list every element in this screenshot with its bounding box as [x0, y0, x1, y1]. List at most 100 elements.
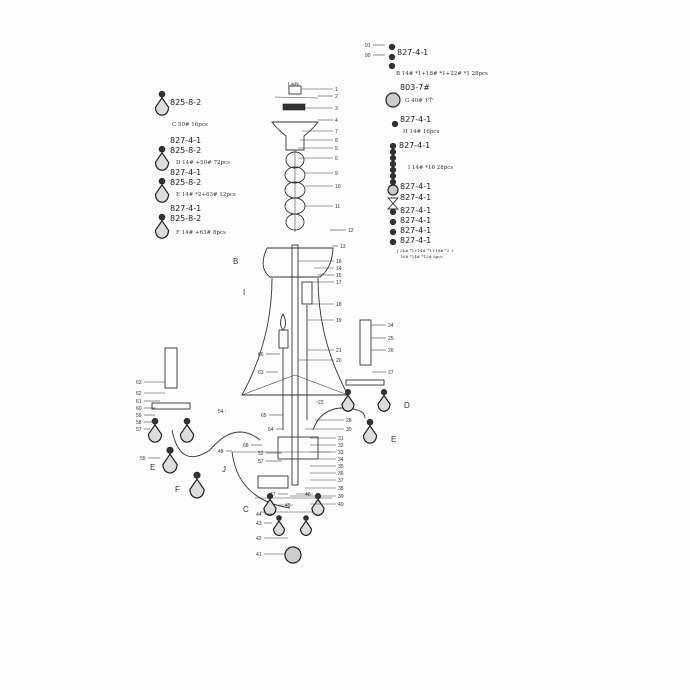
crystal-type-letter: J: [222, 465, 226, 474]
part-number-callout: 2: [335, 94, 338, 100]
crystal-type-letter: E: [391, 435, 396, 444]
part-number-callout: 38: [338, 486, 344, 492]
part-number-callout: 6: [335, 156, 338, 162]
part-number-callout: 25: [388, 336, 394, 342]
part-number-callout: 13: [340, 244, 346, 250]
part-number-callout: 60: [136, 406, 142, 412]
crystal-type-letter: C: [243, 505, 249, 514]
crystal-pendant-icon: [311, 493, 325, 516]
part-number-callout: 27: [388, 370, 394, 376]
octagon-bead-icon: [389, 142, 397, 150]
octagon-bead-icon: [389, 208, 397, 216]
part-number-callout: 45: [285, 503, 291, 509]
crystal-part-code: 827-4-1: [399, 141, 430, 150]
crystal-type-letter: I: [243, 288, 245, 297]
crystal-ball-icon: [284, 546, 302, 564]
part-number-callout: 35: [338, 464, 344, 470]
part-number-callout: 15: [336, 273, 342, 279]
part-number-callout: 57: [258, 459, 264, 465]
crystal-part-code: 827-4-1: [400, 193, 431, 202]
glass-bead-stem: [284, 150, 306, 232]
octagon-bead-icon: [389, 160, 397, 168]
part-number-callout: 11: [335, 204, 340, 210]
crystal-type-letter: B: [233, 257, 238, 266]
crystal-type-letter: F: [175, 485, 180, 494]
crystal-spec-note: E 14# *2+63# 12pcs: [176, 192, 236, 198]
crystal-pendant-icon: [154, 177, 170, 203]
crystal-pendant-icon: [377, 389, 391, 412]
part-number-callout: 46: [305, 492, 311, 498]
octagon-bead-icon: [389, 218, 397, 226]
part-number-callout: 8: [335, 138, 338, 144]
crystal-pendant-icon: [154, 213, 170, 239]
part-number-callout: 16: [336, 259, 342, 265]
crystal-spec-note: F 14# +63# 8pcs: [176, 230, 226, 236]
crystal-part-code: 827-4-1: [400, 226, 431, 235]
crystal-pendant-icon: [147, 417, 163, 443]
crystal-pendant-icon: [362, 418, 378, 444]
ceiling-canopy: [271, 85, 319, 151]
part-number-callout: 33: [338, 450, 344, 456]
part-number-callout: 65: [261, 413, 267, 419]
crystal-part-code: 827-4-1: [400, 236, 431, 245]
part-number-callout: 24: [388, 323, 394, 329]
part-number-callout: 90: [365, 53, 371, 59]
part-number-callout: 22: [318, 400, 324, 406]
crystal-spec-note: H 14# 16pcs: [403, 129, 439, 135]
crystal-pendant-icon: [179, 417, 195, 443]
part-number-callout: 68: [243, 443, 249, 449]
part-number-callout: 9: [335, 171, 338, 177]
crystal-part-code: 827-4-1: [400, 115, 431, 124]
crystal-part-code: 825-8-2: [170, 98, 201, 107]
crystal-spec-note: C 50# 16pcs: [172, 122, 208, 128]
part-number-callout: 21: [336, 348, 342, 354]
part-number-callout: 47: [270, 492, 276, 498]
part-number-callout: 52: [258, 451, 264, 457]
part-number-callout: 10: [335, 184, 341, 190]
part-number-callout: 55: [140, 456, 146, 462]
center-body: [231, 436, 332, 513]
octagon-bead-icon: [389, 238, 397, 246]
crystal-pendant-icon: [341, 389, 355, 412]
crystal-type-letter: D: [404, 401, 410, 410]
part-number-callout: 36: [338, 471, 344, 477]
octagon-bead-icon: [388, 62, 396, 70]
crystal-part-code: 825-8-2: [170, 214, 201, 223]
octagon-bead-icon: [388, 43, 396, 51]
crystal-pendant-icon: [162, 446, 178, 474]
crystal-pendant-icon: [154, 90, 170, 116]
part-number-callout: 66: [258, 352, 264, 358]
crystal-part-code: 827-4-1: [170, 204, 201, 213]
part-number-callout: 43: [256, 521, 262, 527]
crystal-part-code: 803-7#: [400, 83, 430, 92]
part-number-callout: 5: [335, 146, 338, 152]
crystal-spec-note: B 14# *1+18# *1+22# *1 28pcs: [396, 71, 488, 77]
crystal-part-code: 825-8-2: [170, 146, 201, 155]
octagon-bead-icon: [389, 178, 397, 186]
part-number-callout: 39: [338, 494, 344, 500]
part-number-callout: 19: [336, 318, 342, 324]
part-number-callout: 17: [336, 280, 342, 286]
part-number-callout: 34: [338, 457, 344, 463]
part-number-callout: 61: [136, 399, 142, 405]
part-number-callout: 62: [136, 391, 142, 397]
part-number-callout: 91: [365, 43, 371, 49]
crystal-part-code: 827-4-1: [400, 206, 431, 215]
crystal-part-code: 827-4-1: [400, 216, 431, 225]
crystal-part-code: 827-4-1: [400, 182, 431, 191]
crystal-part-code: 825-8-2: [170, 178, 201, 187]
shade-frame: [241, 244, 349, 486]
power-terminal-label: L⊕N: [288, 82, 299, 88]
part-number-callout: 64: [268, 427, 274, 433]
crystal-spec-note: I 14# *16 28pcs: [408, 165, 453, 171]
part-number-callout: 48: [218, 449, 224, 455]
octagon-bead-icon: [389, 154, 397, 162]
octagon-bead-icon: [388, 53, 396, 61]
candle-holder-left: [151, 347, 191, 410]
part-number-callout: 63: [258, 370, 264, 376]
part-number-callout: 41: [256, 552, 262, 558]
crystal-type-letter: E: [150, 463, 155, 472]
octagon-bead-icon: [389, 172, 397, 180]
crystal-part-code: 827-4-1: [397, 48, 428, 57]
